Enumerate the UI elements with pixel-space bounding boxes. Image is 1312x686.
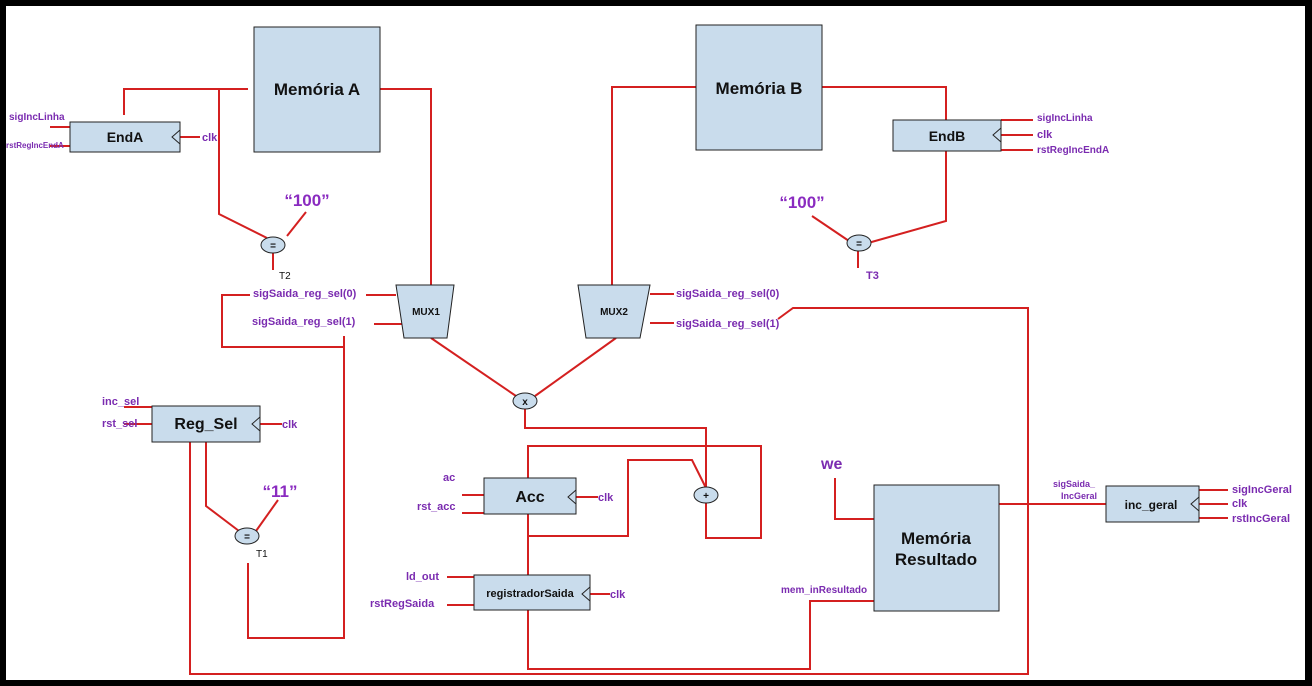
eq-a-operator: =: [260, 236, 286, 254]
eq-b-operator: =: [846, 234, 872, 252]
memoria-resultado-block: Memória Resultado: [873, 484, 1000, 612]
mult-symbol: x: [522, 397, 528, 408]
block-diagram: Memória A Memória B EndA EndB MUX1 MUX2 …: [6, 24, 1292, 675]
add-symbol: +: [703, 491, 709, 502]
const-11: “11”: [263, 482, 298, 501]
diagram-canvas: Memória A Memória B EndA EndB MUX1 MUX2 …: [6, 6, 1305, 680]
signal-inc-sel: inc_sel: [102, 396, 139, 408]
signal-we: we: [820, 456, 842, 473]
signal-mem-inresultado: mem_inResultado: [781, 585, 867, 596]
tag-t1: T1: [256, 549, 268, 560]
wire-endb-to-eq-b: [867, 151, 947, 244]
eq-sel-operator: =: [234, 527, 260, 545]
signal-rstregincenda-a: rstRegIncEndA: [6, 141, 64, 150]
eq-a-symbol: =: [270, 241, 276, 252]
signal-clk-regsel: clk: [282, 419, 298, 431]
wire-regsaida-to-memres: [527, 600, 874, 670]
wire-mema-to-mux1: [380, 88, 432, 285]
memoria-b-block: Memória B: [695, 24, 823, 151]
wire-memb-to-endb: [822, 86, 947, 120]
const-100-a: “100”: [284, 191, 329, 210]
endb-block: EndB: [892, 119, 1002, 152]
wire-c11: [255, 499, 279, 532]
signal-sigsaida-incgeral-2: IncGeral: [1061, 491, 1097, 501]
reg-sel-label: Reg_Sel: [174, 416, 237, 433]
wires: [50, 86, 1228, 675]
wire-enda-to-mema: [123, 88, 248, 115]
enda-label: EndA: [107, 129, 144, 145]
tag-t2: T2: [279, 271, 291, 282]
tag-t3: T3: [866, 270, 879, 282]
mux2-label: MUX2: [600, 307, 628, 318]
wire-c100-b: [811, 215, 850, 242]
wire-c100-a: [286, 211, 307, 237]
wire-regsel-to-eq: [205, 442, 240, 532]
wire-mux2-to-mult: [534, 337, 617, 397]
signal-clk-acc: clk: [598, 492, 614, 504]
memoria-a-block: Memória A: [253, 26, 381, 153]
memoria-resultado-label-2: Resultado: [895, 550, 977, 569]
wire-sel-to-t1: [247, 336, 345, 639]
signal-rstincgeral: rstIncGeral: [1232, 513, 1290, 525]
eq-sel-symbol: =: [244, 532, 250, 543]
signal-mux2-sel1: sigSaida_reg_sel(1): [676, 318, 780, 330]
enda-block: EndA: [69, 121, 181, 153]
mux1-block: MUX1: [395, 284, 455, 339]
memoria-resultado-label-1: Memória: [901, 529, 971, 548]
signal-rstregsaida: rstRegSaida: [370, 598, 435, 610]
memoria-b-label: Memória B: [716, 79, 803, 98]
signal-sigsaida-incgeral-1: sigSaida_: [1053, 479, 1096, 489]
signal-clk-incgeral: clk: [1232, 498, 1248, 510]
add-operator: +: [693, 486, 719, 504]
signal-mux2-sel0: sigSaida_reg_sel(0): [676, 288, 780, 300]
signal-clk-enda: clk: [202, 132, 218, 144]
reg-sel-block: Reg_Sel: [151, 405, 261, 443]
signal-rstregincenda-b: rstRegIncEndA: [1037, 145, 1109, 156]
acc-block: Acc: [483, 477, 577, 515]
signal-clk-regsaida: clk: [610, 589, 626, 601]
const-100-b: “100”: [779, 193, 824, 212]
endb-label: EndB: [929, 128, 966, 144]
signal-sigínclinha-a: sigIncLinha: [9, 112, 65, 123]
mux2-block: MUX2: [577, 284, 651, 339]
signal-mux1-sel1: sigSaida_reg_sel(1): [252, 316, 356, 328]
inc-geral-block: inc_geral: [1105, 485, 1200, 523]
wire-add-to-acc: [527, 445, 762, 539]
signal-rst-sel: rst_sel: [102, 418, 137, 430]
registrador-saida-label: registradorSaida: [486, 588, 574, 600]
mux1-label: MUX1: [412, 307, 440, 318]
acc-label: Acc: [515, 489, 544, 506]
signal-clk-endb: clk: [1037, 129, 1053, 141]
memoria-a-label: Memória A: [274, 80, 360, 99]
wire-memb-to-mux2: [611, 86, 696, 285]
signal-ac: ac: [443, 472, 455, 484]
wire-mult-to-add: [524, 409, 707, 488]
inc-geral-label: inc_geral: [1125, 498, 1178, 512]
registrador-saida-block: registradorSaida: [473, 574, 591, 611]
wire-mux1-to-mult: [430, 337, 517, 397]
eq-b-symbol: =: [856, 239, 862, 250]
signal-ld-out: ld_out: [406, 571, 439, 583]
wire-we: [834, 478, 874, 520]
wire-acc-to-add: [527, 459, 707, 537]
mult-operator: x: [512, 392, 538, 410]
signal-sigincgeral: sigIncGeral: [1232, 484, 1292, 496]
wire-mema-to-eq-a: [218, 89, 268, 239]
signal-sigínclinha-b: sigIncLinha: [1037, 113, 1093, 124]
signal-mux1-sel0: sigSaida_reg_sel(0): [253, 288, 357, 300]
wire-global-loop: [189, 307, 1029, 675]
signal-rst-acc: rst_acc: [417, 501, 456, 513]
